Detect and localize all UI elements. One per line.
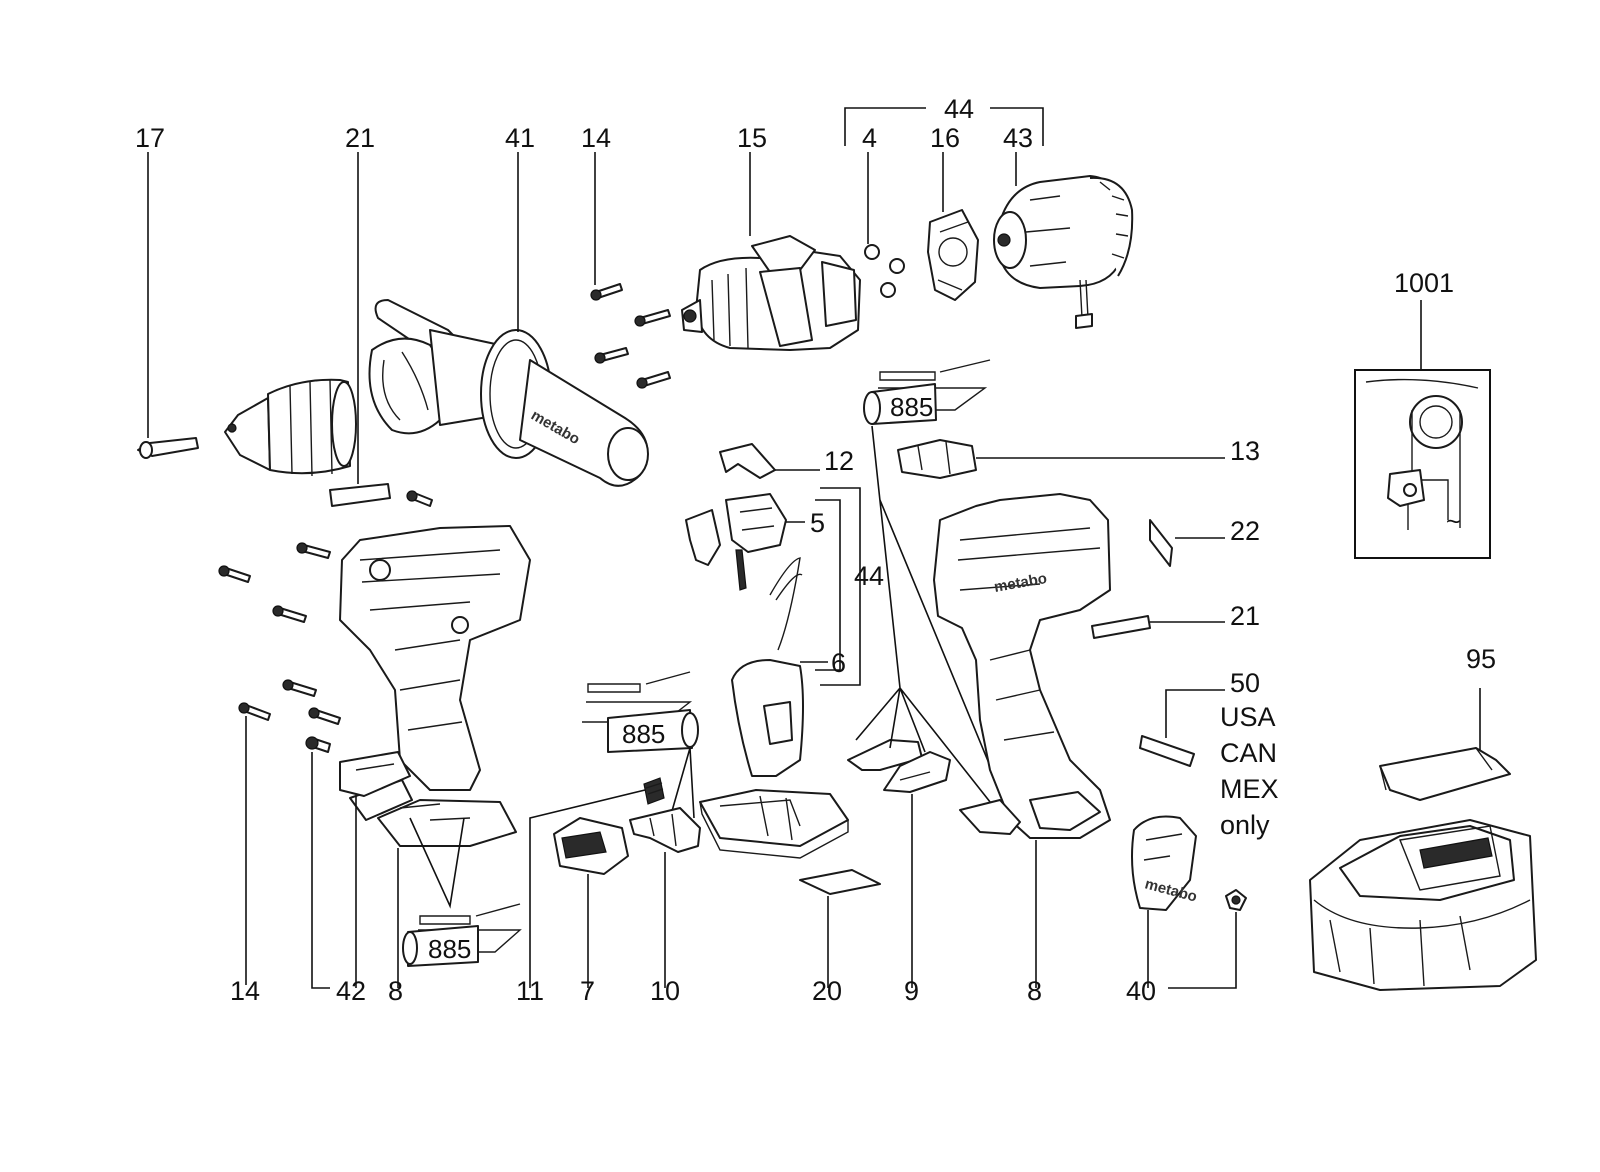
callout-43: 43 — [1003, 123, 1033, 153]
ac-symbol: ~ — [1446, 508, 1461, 536]
callout-22: 22 — [1230, 516, 1260, 546]
grease-label-middle: 885 — [622, 719, 665, 749]
callout-21-right: 21 — [1230, 601, 1260, 631]
part-7-led-module — [553, 817, 629, 875]
callout-42: 42 — [336, 976, 366, 1006]
part-1001-circuit-diagram: ~ — [1354, 300, 1491, 559]
callout-40: 40 — [1126, 976, 1156, 1006]
part-16-bearing-plate — [927, 209, 979, 301]
battery-pack — [1309, 819, 1537, 991]
callout-44-top: 44 — [944, 94, 974, 124]
part-4-screws — [864, 244, 905, 298]
region-note-usa: USA — [1220, 702, 1276, 732]
part-14-screws-left — [218, 490, 433, 725]
callout-11: 11 — [516, 976, 544, 1006]
part-chuck — [224, 378, 357, 477]
grease-label-lower-left: 885 — [428, 934, 471, 964]
callout-13: 13 — [1230, 436, 1260, 466]
part-41-side-handle: metabo — [368, 299, 649, 487]
part-15-gearbox — [681, 235, 861, 351]
callout-14-bottom: 14 — [230, 976, 260, 1006]
callout-14-top: 14 — [581, 123, 611, 153]
part-13-switch-slide — [897, 439, 977, 479]
battery-interface-plate — [699, 789, 849, 859]
part-95-cover — [1379, 747, 1511, 801]
part-20-pad — [799, 869, 881, 895]
callout-6: 6 — [831, 648, 846, 678]
part-6-electronics — [731, 557, 804, 777]
part-14-screws-top — [590, 283, 671, 389]
part-42-screw — [305, 736, 331, 753]
region-note-only: only — [1220, 810, 1270, 840]
part-17-chuck-screw — [137, 437, 199, 459]
callout-12: 12 — [824, 446, 854, 476]
part-5-switch — [685, 493, 787, 591]
part-21-strip-right — [1091, 615, 1151, 639]
callout-17: 17 — [135, 123, 165, 153]
callout-21-top: 21 — [345, 123, 375, 153]
part-40-screw — [1225, 889, 1247, 911]
grease-label-upper: 885 — [890, 392, 933, 422]
callout-5: 5 — [810, 508, 825, 538]
region-note-mex: MEX — [1220, 774, 1279, 804]
callout-44-middle: 44 — [854, 561, 884, 591]
callout-4: 4 — [862, 123, 877, 153]
part-42-cover — [339, 751, 411, 797]
part-8-housing-left — [339, 525, 531, 847]
part-10-rail — [629, 807, 701, 853]
callout-20: 20 — [812, 976, 842, 1006]
grease-tube-middle: 885 — [582, 671, 699, 753]
callout-41: 41 — [505, 123, 535, 153]
callout-95: 95 — [1466, 644, 1496, 674]
callout-9: 9 — [904, 976, 919, 1006]
part-11-spring — [643, 777, 665, 805]
part-43-motor — [993, 175, 1134, 329]
callout-15: 15 — [737, 123, 767, 153]
callout-1001: 1001 — [1394, 268, 1454, 298]
part-22-pad — [1149, 519, 1173, 567]
callout-16: 16 — [930, 123, 960, 153]
part-9-foot-bracket — [847, 739, 951, 793]
region-note-can: CAN — [1220, 738, 1277, 768]
callout-8-left: 8 — [388, 976, 403, 1006]
part-21-label-strip — [329, 483, 391, 507]
part-50-label — [1139, 735, 1195, 767]
part-40-belt-clip: metabo — [1131, 815, 1199, 911]
part-12-clip — [719, 443, 776, 479]
grease-tube-upper: 885 — [863, 359, 991, 425]
callout-50: 50 — [1230, 668, 1260, 698]
callout-7: 7 — [580, 976, 595, 1006]
part-8-housing-right: metabo — [933, 493, 1111, 839]
grease-tube-lower-left: 885 — [402, 903, 522, 967]
callout-8-right: 8 — [1027, 976, 1042, 1006]
callout-10: 10 — [650, 976, 680, 1006]
